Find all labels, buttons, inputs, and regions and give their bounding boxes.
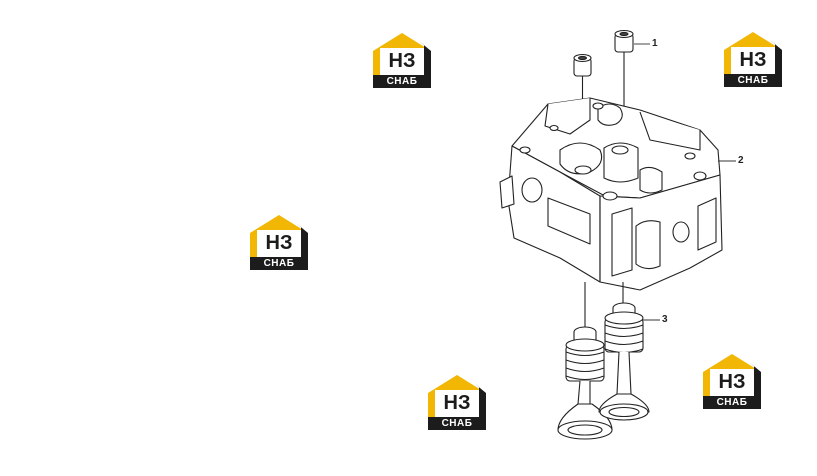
logo-caption: СНАБ xyxy=(428,417,486,430)
watermark-logo: НЗ СНАБ xyxy=(248,213,310,271)
callout-1: 1 xyxy=(652,38,658,49)
logo-house-icon xyxy=(703,354,761,396)
watermark-logo: НЗ СНАБ xyxy=(426,373,488,431)
valve-assembly-right xyxy=(598,282,650,421)
callout-3: 3 xyxy=(662,314,668,325)
logo-caption: СНАБ xyxy=(724,74,782,87)
logo-letters: НЗ xyxy=(443,392,471,414)
logo-letters: НЗ xyxy=(718,371,746,393)
watermark-logo: НЗ СНАБ xyxy=(722,30,784,88)
watermark-logo: НЗ СНАБ xyxy=(701,352,763,410)
callout-2: 2 xyxy=(738,155,744,166)
logo-letters: НЗ xyxy=(265,232,293,254)
cylinder-head xyxy=(499,97,723,291)
logo-house-icon xyxy=(373,33,431,75)
logo-house-icon xyxy=(428,375,486,417)
logo-caption: СНАБ xyxy=(373,75,431,88)
logo-house-icon xyxy=(724,32,782,74)
logo-letters: НЗ xyxy=(388,50,416,72)
logo-caption: СНАБ xyxy=(703,396,761,409)
stem-seal-right xyxy=(614,29,634,150)
logo-caption: СНАБ xyxy=(250,257,308,270)
watermark-logo: НЗ СНАБ xyxy=(371,31,433,89)
valve-assembly-left xyxy=(557,282,613,440)
logo-letters: НЗ xyxy=(739,49,767,71)
logo-house-icon xyxy=(250,215,308,257)
